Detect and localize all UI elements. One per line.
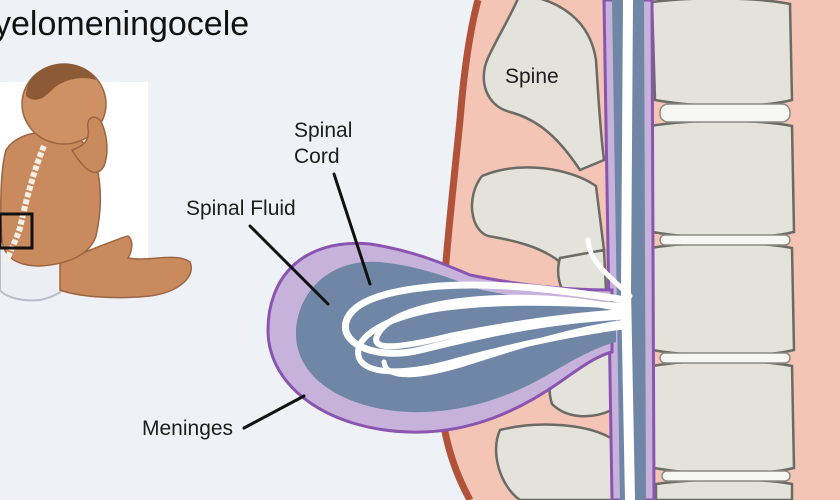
disc-1 <box>659 103 791 123</box>
lesion-box <box>0 212 34 250</box>
label-meninges: Meninges <box>142 417 234 440</box>
process-2 <box>470 166 606 264</box>
baby-hair <box>26 63 96 100</box>
process-5 <box>494 423 618 500</box>
vertebral-body-2 <box>648 119 796 240</box>
leader-lines <box>242 172 372 430</box>
intervertebral-discs <box>659 103 791 482</box>
nerve-root-5 <box>585 237 633 299</box>
leader-spinal-cord <box>332 172 372 286</box>
nerve-root-1 <box>341 281 630 357</box>
spinal-cord <box>341 0 635 500</box>
label-spine: Spine <box>505 65 559 88</box>
baby-spine-highlight <box>3 144 47 264</box>
disc-4 <box>661 470 791 482</box>
page-title: yelomeningocele <box>0 5 250 43</box>
process-1 <box>482 0 606 172</box>
disc-2 <box>659 234 791 246</box>
baby-illustration <box>0 63 192 302</box>
vertebral-body-4 <box>650 359 796 476</box>
leader-meninges <box>242 394 306 430</box>
vertebral-body-5 <box>654 478 794 500</box>
nerve-root-4 <box>381 319 629 378</box>
label-spinal-cord-line1: Spinal <box>294 119 353 142</box>
leader-spinal-fluid <box>248 224 330 306</box>
baby-leg <box>59 235 192 299</box>
disc-3 <box>659 352 791 364</box>
vertebral-bodies <box>648 0 796 500</box>
vertebral-body-1 <box>650 0 794 108</box>
nerve-root-3 <box>373 294 629 350</box>
cord-main <box>620 0 635 500</box>
vertebral-body-3 <box>648 241 796 358</box>
label-spinal-cord-line2: Cord <box>294 145 340 168</box>
label-spinal-fluid: Spinal Fluid <box>186 197 296 220</box>
baby-arm <box>70 116 108 174</box>
